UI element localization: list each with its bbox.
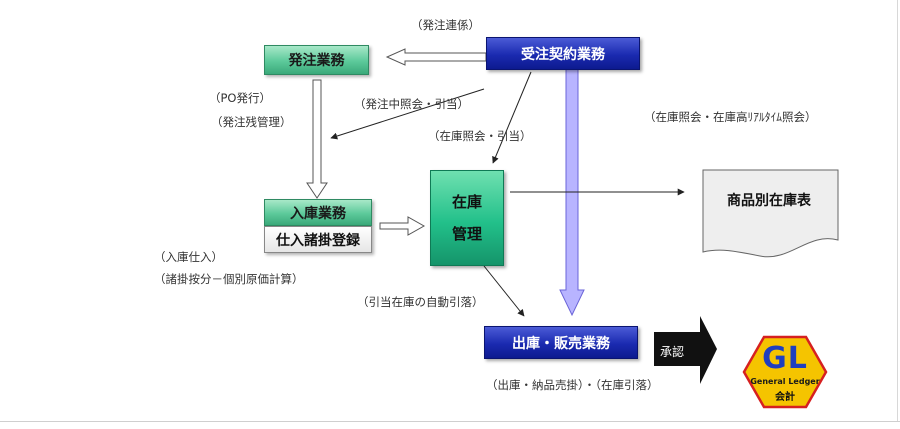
receiving-label: 入庫業務 [290, 205, 346, 222]
hollow-arrow-po [306, 79, 328, 199]
label-order-link: （発注連係） [411, 18, 480, 32]
label-cost-allocation: （諸掛按分－個別原価計算） [154, 272, 304, 286]
inventory-label-line2: 管理 [451, 225, 482, 243]
label-po-backlog: （発注残管理） [211, 115, 292, 129]
label-auto-deduct: （引当在庫の自動引落） [357, 295, 484, 309]
inventory-management-box: 在庫 管理 [430, 170, 504, 266]
order-contract-label: 受注契約業務 [521, 46, 605, 63]
approve-arrow [654, 316, 717, 384]
shipping-sales-box: 出庫・販売業務 [484, 326, 638, 359]
hollow-arrow-stock-in [379, 216, 426, 236]
line-inquiry [330, 88, 485, 140]
inventory-label-line1: 在庫 [451, 193, 482, 211]
label-stock-purchase: （入庫仕入） [154, 250, 223, 264]
receiving-box: 入庫業務 [264, 199, 372, 226]
shipping-sales-label: 出庫・販売業務 [512, 335, 610, 352]
label-po-inquiry: （発注中照会・引当） [354, 97, 469, 111]
label-realtime-inquiry: （在庫照会・在庫高ﾘｱﾙﾀｲﾑ照会） [644, 110, 817, 124]
purchase-cost-box: 仕入諸掛登録 [264, 226, 372, 253]
gl-name: 会計 [775, 392, 795, 403]
hollow-arrow-order-link [385, 48, 487, 66]
line-auto-deduct [483, 265, 525, 317]
stock-report-label: 商品別在庫表 [727, 193, 811, 209]
bottom-divider [0, 421, 900, 422]
label-shipping-detail: （出庫・納品売掛）・（在庫引落） [486, 378, 659, 392]
label-po-issue: （PO発行） [209, 91, 271, 105]
right-divider [897, 0, 898, 421]
gl-mark: GL [762, 341, 808, 376]
gl-octagon-icon [742, 335, 828, 409]
stock-report-document [702, 169, 839, 258]
approve-label: 承認 [660, 345, 685, 359]
general-ledger-logo: GL General Ledger 会計 [742, 335, 828, 409]
purchase-cost-label: 仕入諸掛登録 [276, 232, 360, 249]
gl-subtitle: General Ledger [750, 377, 820, 386]
line-stock-inquiry [492, 71, 532, 164]
purchase-order-box: 発注業務 [264, 45, 369, 75]
label-stock-inquiry: （在庫照会・引当） [428, 129, 532, 143]
order-contract-box: 受注契約業務 [486, 37, 640, 70]
purchase-order-label: 発注業務 [288, 53, 345, 69]
